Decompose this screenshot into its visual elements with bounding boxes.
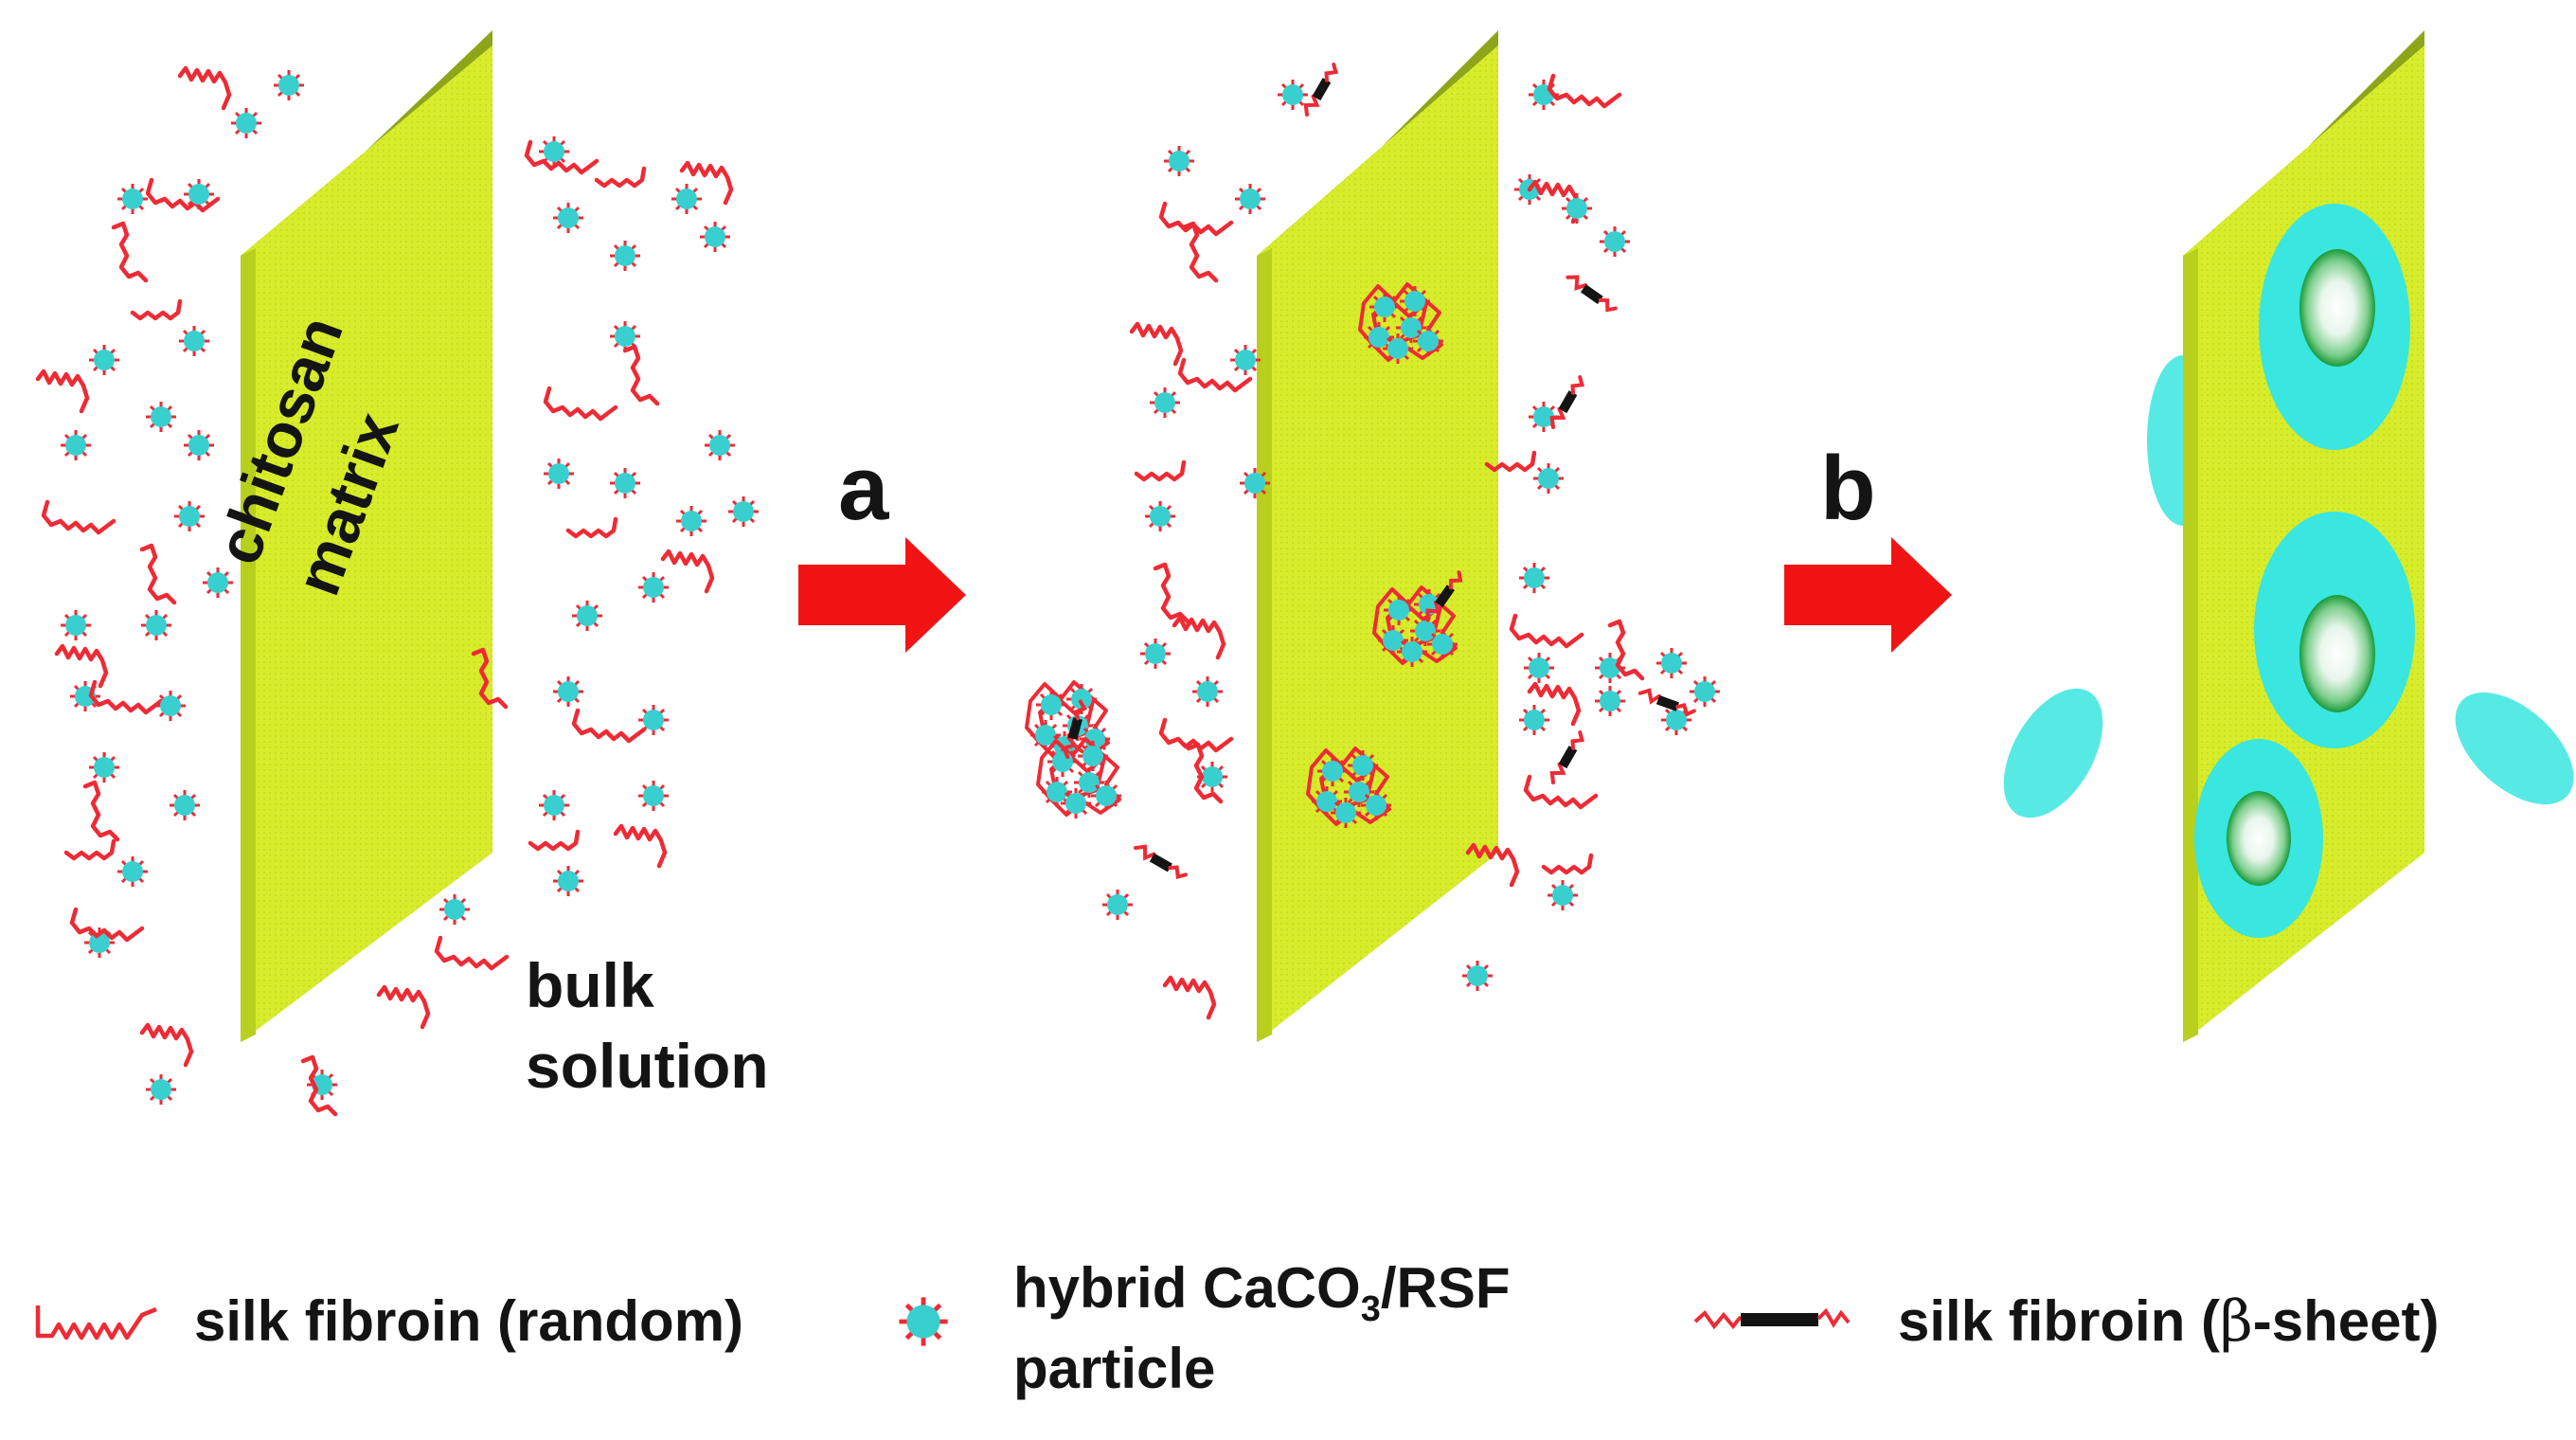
legend-hybrid-particle-icon	[899, 1297, 947, 1345]
legend: silk fibroin (random) hybrid CaCO3/RSF p…	[35, 1256, 2439, 1400]
step-a-arrow: a	[798, 438, 966, 653]
legend-hybrid-label-line2: particle	[1013, 1337, 1215, 1400]
panel-1-initial: chitosan matrix bulk solution	[38, 30, 769, 1114]
panel-2-adsorption	[1027, 30, 1722, 1042]
legend-random-chain-icon	[35, 1305, 157, 1341]
chitosan-matrix-plate-1	[241, 30, 492, 1042]
chitosan-matrix-plate-2	[1257, 30, 1498, 1042]
bulk-solution-label-line1: bulk	[526, 950, 654, 1020]
step-a-label: a	[838, 438, 889, 539]
step-b-label: b	[1820, 438, 1876, 539]
bulk-solution-label-line2: solution	[526, 1031, 769, 1101]
legend-random-label: silk fibroin (random)	[194, 1289, 743, 1353]
panel-3-crystallization	[2003, 30, 2574, 1042]
caco3-crystal-domains	[2194, 204, 2415, 938]
legend-beta-sheet-icon	[1693, 1307, 1851, 1330]
solution-cluster	[1027, 682, 1121, 819]
legend-beta-label: silk fibroin (β-sheet)	[1898, 1288, 2439, 1355]
legend-hybrid-label-line1: hybrid CaCO3/RSF	[1013, 1256, 1511, 1329]
step-b-arrow: b	[1784, 438, 1952, 653]
